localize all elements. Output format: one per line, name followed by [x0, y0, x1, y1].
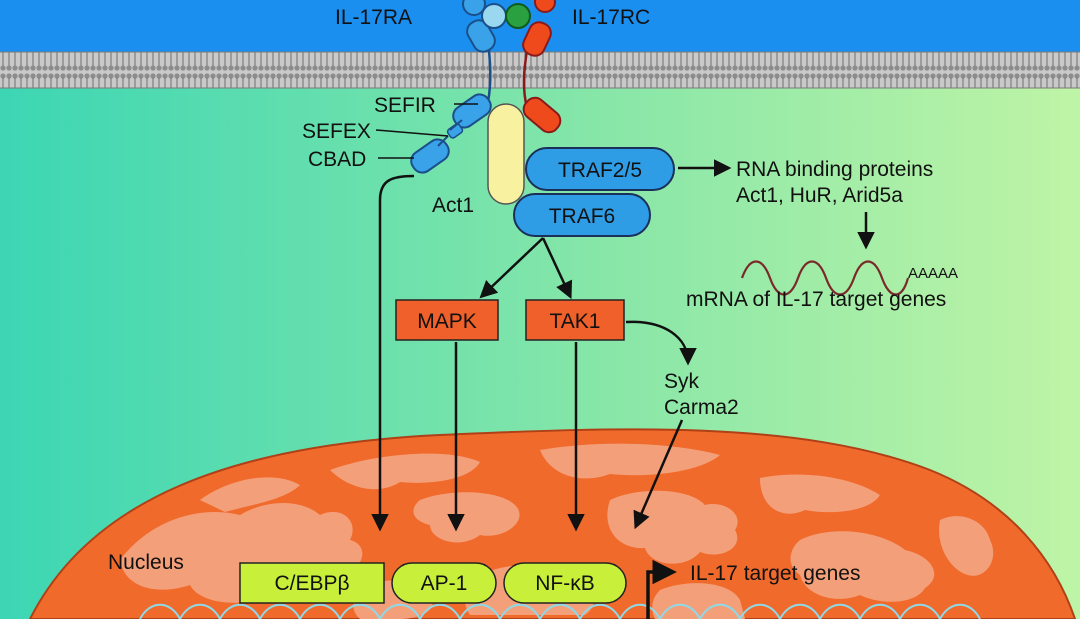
mapk-box [395, 299, 499, 341]
polya-label: AAAAA [908, 265, 958, 282]
sefir-label: SEFIR [374, 94, 436, 117]
il17ra-label: IL-17RA [335, 6, 412, 29]
carma2-label: Carma2 [664, 396, 739, 419]
rbp-line1-label: RNA binding proteins [736, 158, 933, 181]
il17ra-receptor [410, 0, 507, 174]
traf6-box [513, 193, 651, 237]
ap1-box [391, 562, 497, 604]
cebpb-box [239, 562, 385, 604]
arrow-tak1-to-syk [625, 320, 697, 366]
syk-label: Syk [664, 370, 700, 393]
mrna-wave [740, 260, 910, 296]
mapk-label: MAPK [417, 310, 477, 333]
sefex-leader [375, 129, 449, 137]
nfkb-label: NF-κB [535, 572, 595, 595]
ap1-label: AP-1 [421, 572, 468, 595]
arrow-traf6-to-tak1 [541, 237, 573, 300]
traf25-box [525, 147, 675, 191]
il17rc-receptor [505, 0, 562, 134]
act1-label: Act1 [432, 194, 474, 217]
sefex-label: SEFEX [302, 120, 371, 143]
arrow-carma2-to-nfkb [633, 419, 684, 530]
nucleus-label: Nucleus [108, 551, 184, 574]
cell-membrane [0, 52, 1080, 88]
target-genes-label: IL-17 target genes [690, 562, 860, 585]
rbp-line2-label: Act1, HuR, Arid5a [736, 184, 903, 207]
tak1-box [525, 299, 625, 341]
traf25-label: TRAF2/5 [558, 159, 642, 182]
traf6-label: TRAF6 [549, 205, 616, 228]
tak1-label: TAK1 [550, 310, 601, 333]
arrow-cbad-to-cebpb [371, 174, 415, 532]
cebpb-label: C/EBPβ [274, 572, 349, 595]
transcription-start-arrow [646, 559, 677, 619]
il17rc-label: IL-17RC [572, 6, 650, 29]
cbad-label: CBAD [308, 148, 366, 171]
mrna-label: mRNA of IL-17 target genes [686, 288, 946, 311]
nfkb-box [503, 562, 627, 604]
act1-protein [487, 103, 525, 205]
arrow-traf6-to-mapk [479, 237, 544, 299]
